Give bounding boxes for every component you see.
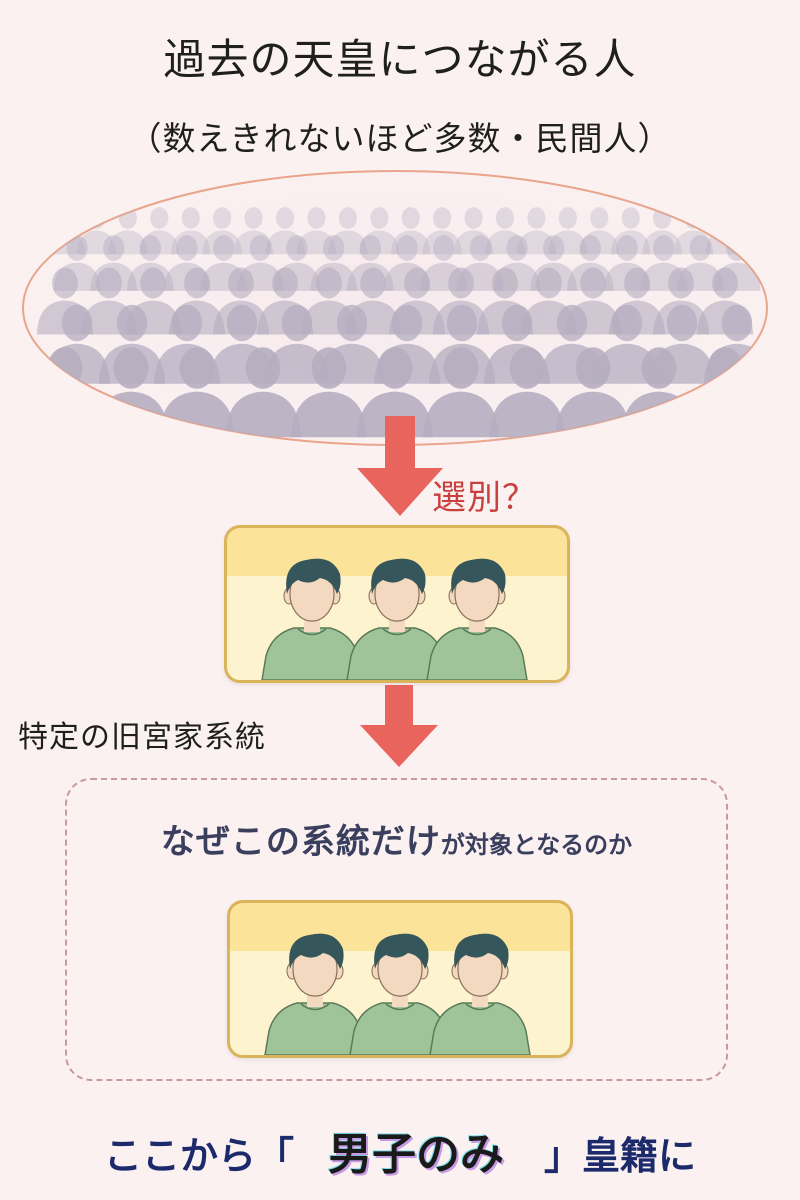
lineage-label: 特定の旧宮家系統: [18, 720, 266, 755]
question-frame: [65, 778, 728, 1081]
person-icon: [264, 933, 366, 1055]
page-subtitle: （数えきれないほど多数・民間人）: [128, 119, 672, 158]
crowd-silhouettes-icon: [27, 207, 767, 438]
down-arrow-icon: [360, 685, 438, 767]
question-text: なぜこの系統だけが対象となるのか: [65, 814, 728, 863]
question-rest: が対象となるのか: [440, 831, 633, 859]
person-icon-group: [261, 558, 528, 680]
selection-label: 選別？: [432, 478, 537, 518]
candidate-group-card: [227, 900, 573, 1058]
person-icon-group: [264, 933, 531, 1055]
person-icon: [426, 558, 528, 680]
bottom-highlight: 男子のみ: [328, 1129, 504, 1180]
page-title: 過去の天皇につながる人: [163, 35, 637, 84]
down-arrow-icon: [357, 416, 443, 516]
person-icon: [346, 558, 448, 680]
person-icon: [261, 558, 363, 680]
crowd-oval: [22, 170, 768, 446]
bottom-before: ここから「: [103, 1134, 294, 1178]
bottom-after: 」皇籍に: [544, 1134, 697, 1178]
candidate-group-card: [224, 525, 570, 683]
bottom-statement: ここから「男子のみ」皇籍に: [0, 1118, 800, 1182]
question-main: なぜこの系統だけ: [160, 822, 441, 862]
person-icon: [429, 933, 531, 1055]
